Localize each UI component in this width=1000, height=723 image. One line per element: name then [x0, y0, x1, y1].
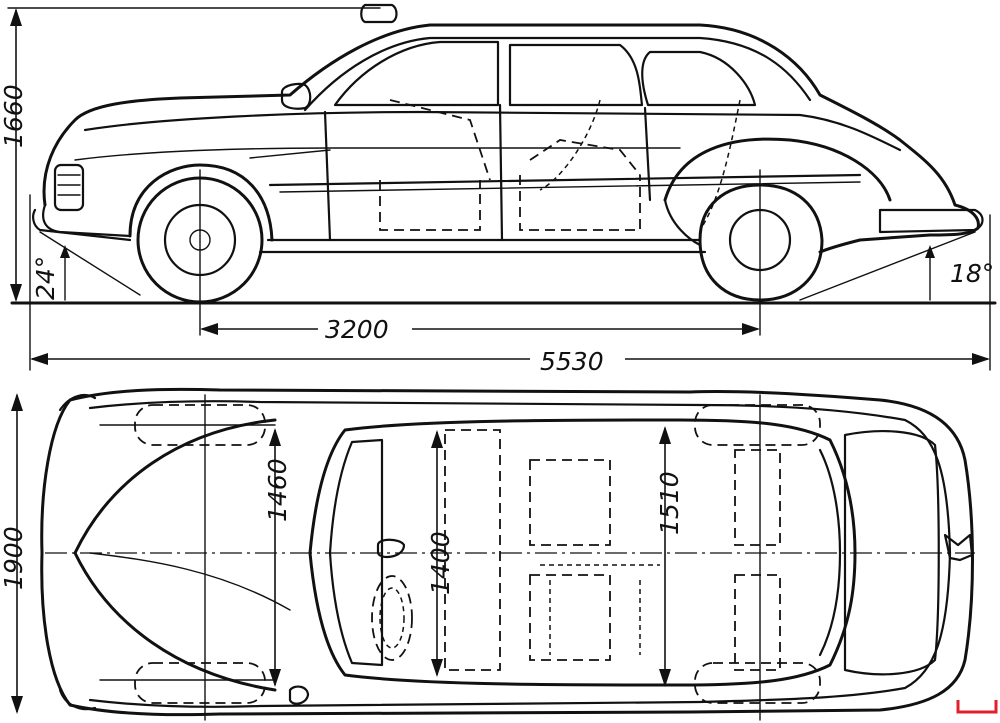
- side-view: [10, 3, 997, 371]
- length-dimension: 5530: [30, 347, 990, 376]
- rear-track-dimension: 1510: [655, 426, 684, 687]
- departure-angle-label: 18°: [950, 259, 994, 288]
- approach-angle-label: 24°: [31, 256, 60, 300]
- front-track-label: 1460: [263, 458, 292, 522]
- height-label: 1660: [0, 84, 28, 148]
- top-view: [40, 387, 975, 721]
- corner-mark: [956, 700, 998, 714]
- length-label: 5530: [540, 347, 604, 376]
- wheelbase-label: 3200: [325, 315, 389, 344]
- wheelbase-dimension: 3200: [200, 315, 760, 344]
- front-track-dimension: 1460: [263, 428, 292, 687]
- width-label: 1900: [0, 526, 28, 590]
- height-dimension: 1660: [0, 7, 381, 302]
- interior-width-dimension: 1400: [426, 430, 455, 677]
- width-dimension: 1900: [0, 393, 28, 714]
- interior-width-label: 1400: [426, 531, 455, 595]
- rear-track-label: 1510: [655, 471, 684, 535]
